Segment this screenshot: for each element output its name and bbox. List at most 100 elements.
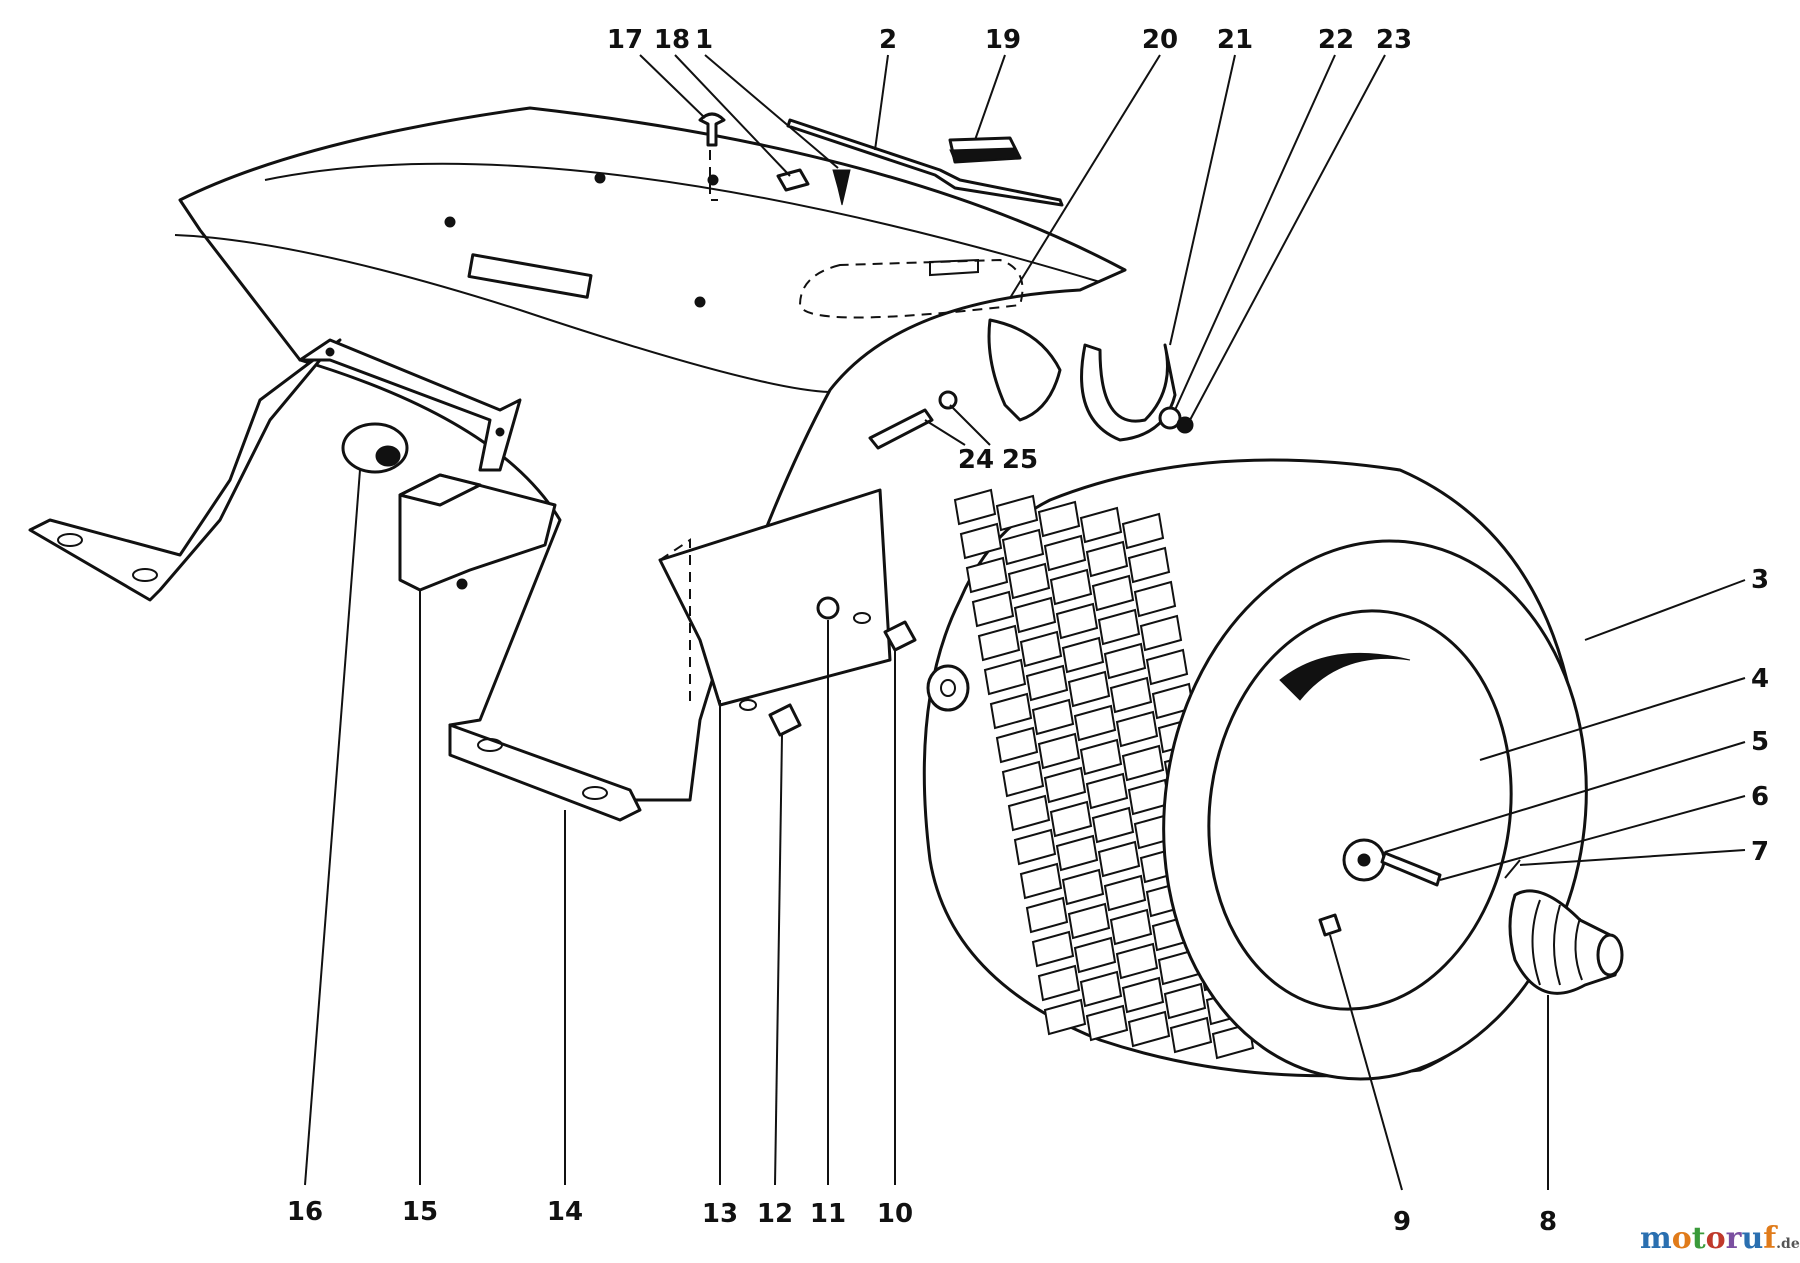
hub-washer-bore (1357, 853, 1371, 867)
fender-top-ridge (264, 162, 1101, 283)
bolt-10 (883, 620, 917, 652)
tread-block (1025, 896, 1069, 934)
axle-boot-8 (1508, 889, 1621, 995)
mount-bracket-lip (398, 473, 482, 507)
callout-3: 3 (1751, 565, 1769, 595)
tread-block (1067, 670, 1111, 708)
tread-block (1079, 970, 1123, 1008)
tread-block (1097, 608, 1141, 646)
bracket-hole (456, 578, 468, 590)
leader-22 (1174, 54, 1336, 411)
callout-16: 16 (287, 1197, 323, 1227)
tread-block (959, 522, 1003, 560)
watermark-letter: o (1706, 1221, 1726, 1256)
tread-block (1085, 772, 1129, 810)
tread-block (1079, 506, 1123, 544)
tread-block (1043, 766, 1087, 804)
callout-17: 17 (607, 25, 643, 55)
plate-hole (739, 699, 757, 711)
leader-21 (1169, 54, 1236, 346)
plate-hole (853, 612, 871, 624)
leader-6 (1439, 795, 1746, 881)
callout-8: 8 (1539, 1207, 1557, 1237)
spacer-tube-16 (341, 422, 409, 474)
leader-20 (1009, 54, 1161, 299)
tread-block (1025, 664, 1069, 702)
watermark-logo: motoruf.de (1640, 1221, 1800, 1256)
tread-block (1139, 614, 1183, 652)
tread-block (1085, 1004, 1129, 1042)
tread-block (1031, 930, 1075, 968)
fender-slot (467, 253, 593, 299)
leader-9 (1329, 934, 1403, 1191)
watermark-letter: m (1640, 1221, 1672, 1256)
fender-hole (594, 172, 606, 184)
fender-assembly (28, 106, 1127, 822)
callout-7: 7 (1751, 837, 1769, 867)
wheel-assembly (922, 458, 1624, 1081)
axle-boot-opening (1596, 933, 1624, 977)
tread-block (1019, 630, 1063, 668)
callout-24: 24 (958, 445, 994, 475)
fender-hole (707, 174, 719, 186)
tread-block (1001, 528, 1045, 566)
axle-boot-rib (1553, 904, 1561, 986)
callout-18: 18 (654, 25, 690, 55)
tread-block (1037, 964, 1081, 1002)
fender-hole (444, 216, 456, 228)
leader-24 (924, 419, 966, 446)
callout-11: 11 (810, 1199, 846, 1229)
callout-numbers: 17 18 1 2 19 20 21 22 23 24 25 3 4 5 6 7… (287, 25, 1769, 1237)
fender-foot-hole (582, 786, 608, 800)
callout-21: 21 (1217, 25, 1253, 55)
axle-boot-rib (1574, 917, 1583, 981)
callout-6: 6 (1751, 782, 1769, 812)
tread-block (977, 624, 1021, 662)
tread-block (1109, 676, 1153, 714)
pad-19-shade (949, 147, 1021, 163)
leader-3 (1584, 579, 1746, 641)
tread-block (1073, 704, 1117, 742)
tread-block (1037, 500, 1081, 538)
tread-block (971, 590, 1015, 628)
leader-18 (674, 54, 791, 177)
watermark-letter: o (1672, 1221, 1692, 1256)
tread-block (1049, 800, 1093, 838)
watermark-letter: t (1692, 1221, 1706, 1256)
bracket-hole (325, 347, 335, 357)
leader-4 (1479, 677, 1746, 761)
bolt-12 (768, 703, 802, 737)
tread-block (995, 494, 1039, 532)
leader-16 (304, 469, 361, 1186)
callout-4: 4 (1751, 664, 1769, 694)
tread-block (995, 726, 1039, 764)
tread-block (1133, 580, 1177, 618)
leader-lines (304, 54, 1746, 1191)
axle-key-6 (1380, 851, 1442, 887)
side-plate (658, 488, 892, 707)
tread-block (1031, 698, 1075, 736)
bracket-set (298, 338, 557, 592)
pin-24 (868, 408, 934, 450)
callout-9: 9 (1393, 1207, 1411, 1237)
tread-block (1007, 562, 1051, 600)
tread-block (1055, 834, 1099, 872)
tread-block (1091, 806, 1135, 844)
tread-block (1001, 760, 1045, 798)
callout-12: 12 (757, 1199, 793, 1229)
tread-block (1019, 862, 1063, 900)
callout-1: 1 (695, 25, 713, 55)
callout-19: 19 (985, 25, 1021, 55)
tread-block (1043, 998, 1087, 1036)
callout-15: 15 (402, 1197, 438, 1227)
watermark-letter: u (1741, 1221, 1763, 1256)
watermark-letter: r (1726, 1221, 1743, 1256)
tread-block (1103, 874, 1147, 912)
tread-block (1013, 828, 1057, 866)
leader-23 (1189, 54, 1386, 421)
fuel-cap-neck (929, 258, 979, 277)
leader-1 (704, 54, 839, 169)
tread-block (1061, 636, 1105, 674)
